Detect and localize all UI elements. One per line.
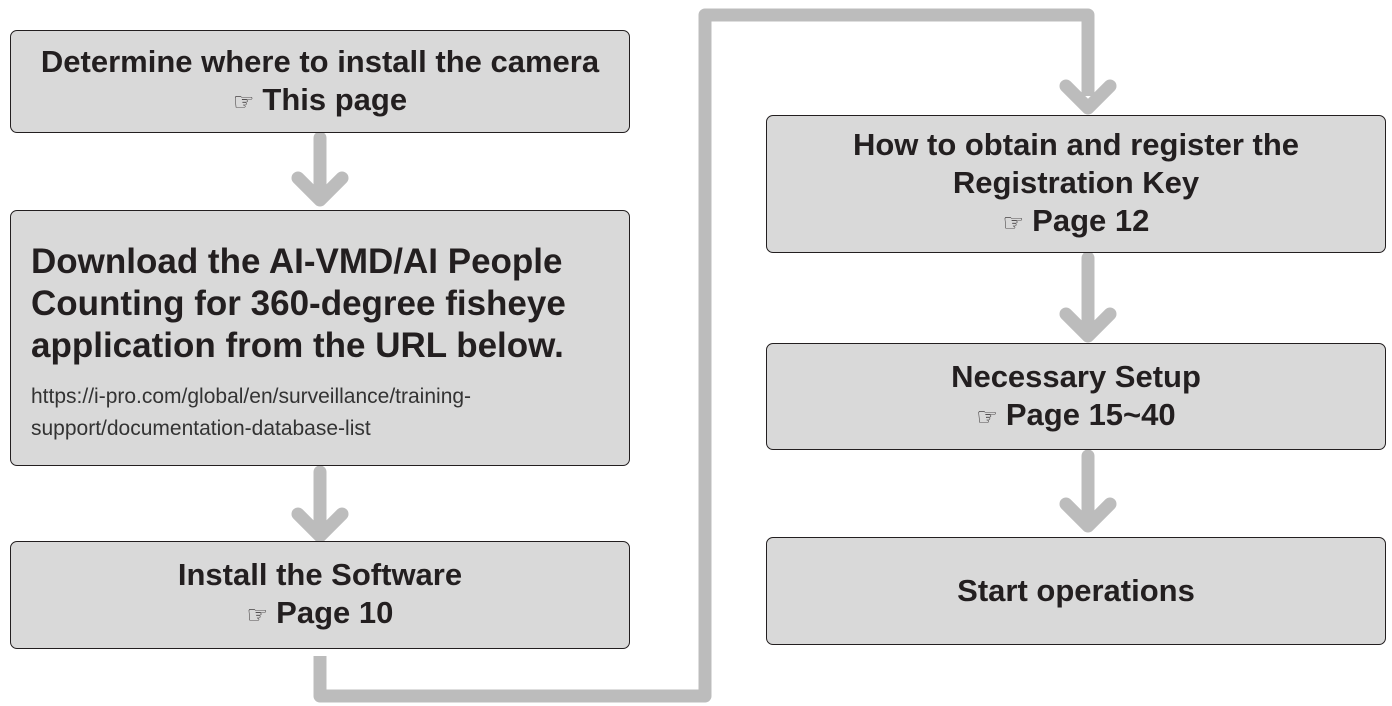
arrow-head-icon — [291, 507, 349, 543]
step-reference: ☞Page 15~40 — [976, 396, 1175, 436]
arrow-head-icon — [1059, 497, 1117, 533]
step-necessary-setup: Necessary Setup ☞Page 15~40 — [766, 343, 1386, 450]
step-title: Determine where to install the camera — [40, 43, 600, 79]
arrow-head-icon — [291, 171, 349, 207]
step-registration-key: How to obtain and register the Registrat… — [766, 115, 1386, 253]
step-title: How to obtain and register the Registrat… — [852, 127, 1300, 200]
pointing-hand-icon: ☞ — [246, 601, 269, 629]
step-start-operations: Start operations — [766, 537, 1386, 645]
reference-text: This page — [262, 81, 408, 117]
step-install-software: Install the Software ☞Page 10 — [10, 541, 630, 649]
download-url: https://i-pro.com/global/en/surveillance… — [31, 385, 472, 440]
reference-text: Page 12 — [1032, 203, 1150, 238]
pointing-hand-icon: ☞ — [1002, 209, 1025, 237]
step-reference: ☞Page 10 — [247, 594, 394, 634]
reference-text: Page 15~40 — [1005, 396, 1176, 432]
step-reference: ☞Page 12 — [1003, 202, 1150, 242]
step-reference: ☞This page — [233, 81, 407, 121]
step-download-application: Download the AI-VMD/AI People Counting f… — [10, 210, 630, 466]
column-connector — [313, 8, 1095, 703]
step-determine-location: Determine where to install the camera ☞T… — [10, 30, 630, 133]
pointing-hand-icon: ☞ — [976, 402, 998, 431]
arrow-head-icon — [1059, 79, 1117, 115]
pointing-hand-icon: ☞ — [232, 87, 255, 116]
reference-text: Page 10 — [276, 595, 394, 630]
step-title: Necessary Setup — [951, 358, 1201, 394]
step-title: Install the Software — [177, 557, 463, 592]
step-title: Download the AI-VMD/AI People Counting f… — [31, 242, 566, 365]
arrow-head-icon — [1059, 307, 1117, 343]
step-title: Start operations — [957, 573, 1195, 608]
